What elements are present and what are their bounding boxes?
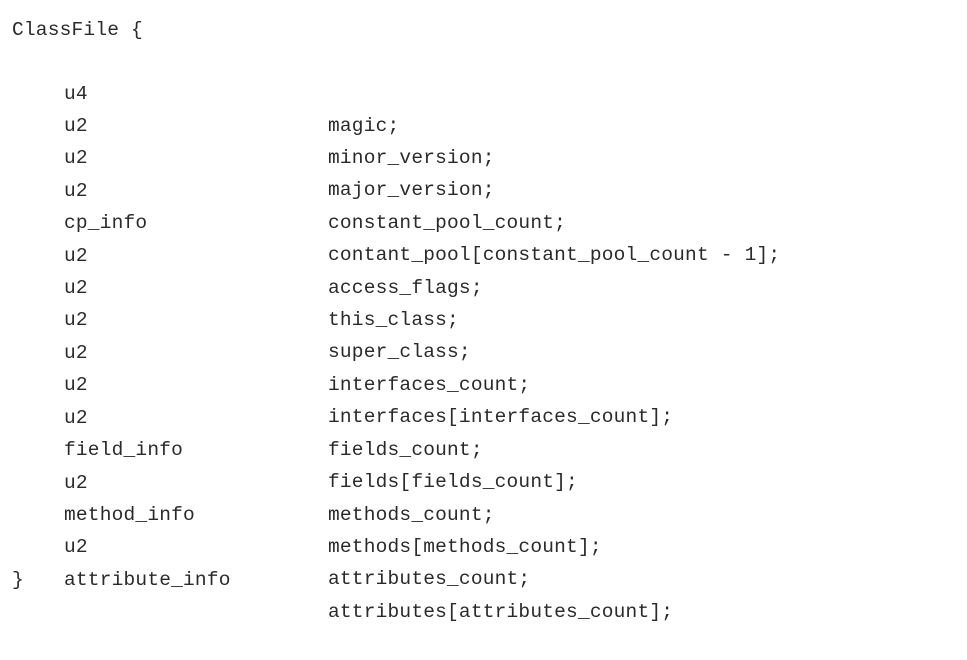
field-row: field_info fields[fields_count]; bbox=[0, 402, 578, 493]
struct-open-line: ClassFile { bbox=[12, 19, 143, 41]
field-name: interfaces_count; bbox=[328, 374, 531, 396]
field-row: u2 super_class; bbox=[0, 272, 471, 363]
field-type: attribute_info bbox=[64, 569, 231, 591]
field-name: fields_count; bbox=[328, 439, 483, 461]
classfile-code-block: ClassFile { u4 magic; u2 minor_version; … bbox=[0, 19, 780, 623]
field-row: attribute_info attributes[attributes_cou… bbox=[0, 532, 673, 623]
field-type: u2 bbox=[64, 342, 88, 364]
field-name: methods[methods_count]; bbox=[328, 536, 602, 558]
field-row: u2 major_version; bbox=[0, 110, 494, 201]
field-type: u2 bbox=[64, 147, 88, 169]
field-type: cp_info bbox=[64, 212, 148, 234]
field-row: u4 magic; bbox=[0, 46, 399, 137]
field-name: fields[fields_count]; bbox=[328, 471, 578, 493]
field-type: field_info bbox=[64, 439, 184, 461]
field-row: u2 interfaces_count; bbox=[0, 305, 530, 396]
field-name: magic; bbox=[328, 115, 400, 137]
field-name: attributes[attributes_count]; bbox=[328, 601, 674, 623]
field-name: contant_pool[constant_pool_count - 1]; bbox=[328, 244, 781, 266]
field-row: u2 fields_count; bbox=[0, 370, 483, 461]
field-type: u2 bbox=[64, 309, 88, 331]
field-type: u2 bbox=[64, 180, 88, 202]
field-name: interfaces[interfaces_count]; bbox=[328, 406, 674, 428]
field-type: u2 bbox=[64, 245, 88, 267]
field-row: cp_info contant_pool[constant_pool_count… bbox=[0, 175, 780, 266]
field-name: methods_count; bbox=[328, 504, 495, 526]
field-type: u2 bbox=[64, 407, 88, 429]
struct-close-line: } bbox=[12, 569, 24, 591]
field-type: u2 bbox=[64, 374, 88, 396]
field-row: method_info methods[methods_count]; bbox=[0, 467, 602, 558]
field-name: this_class; bbox=[328, 309, 459, 331]
field-name: super_class; bbox=[328, 341, 471, 363]
field-name: major_version; bbox=[328, 179, 495, 201]
field-name: access_flags; bbox=[328, 277, 483, 299]
field-name: minor_version; bbox=[328, 147, 495, 169]
field-type: u2 bbox=[64, 115, 88, 137]
field-type: u2 bbox=[64, 472, 88, 494]
field-row: u2 this_class; bbox=[0, 240, 459, 331]
field-type: u2 bbox=[64, 277, 88, 299]
field-row: u2 attributes_count; bbox=[0, 499, 530, 590]
field-row: u2 interfaces[interfaces_count]; bbox=[0, 337, 673, 428]
field-row: u2 access_flags; bbox=[0, 208, 483, 299]
field-row: u2 minor_version; bbox=[0, 78, 494, 169]
field-type: u4 bbox=[64, 83, 88, 105]
field-name: constant_pool_count; bbox=[328, 212, 567, 234]
field-row: u2 methods_count; bbox=[0, 435, 494, 526]
field-type: method_info bbox=[64, 504, 195, 526]
field-name: attributes_count; bbox=[328, 568, 531, 590]
field-row: u2 constant_pool_count; bbox=[0, 143, 566, 234]
field-type: u2 bbox=[64, 536, 88, 558]
